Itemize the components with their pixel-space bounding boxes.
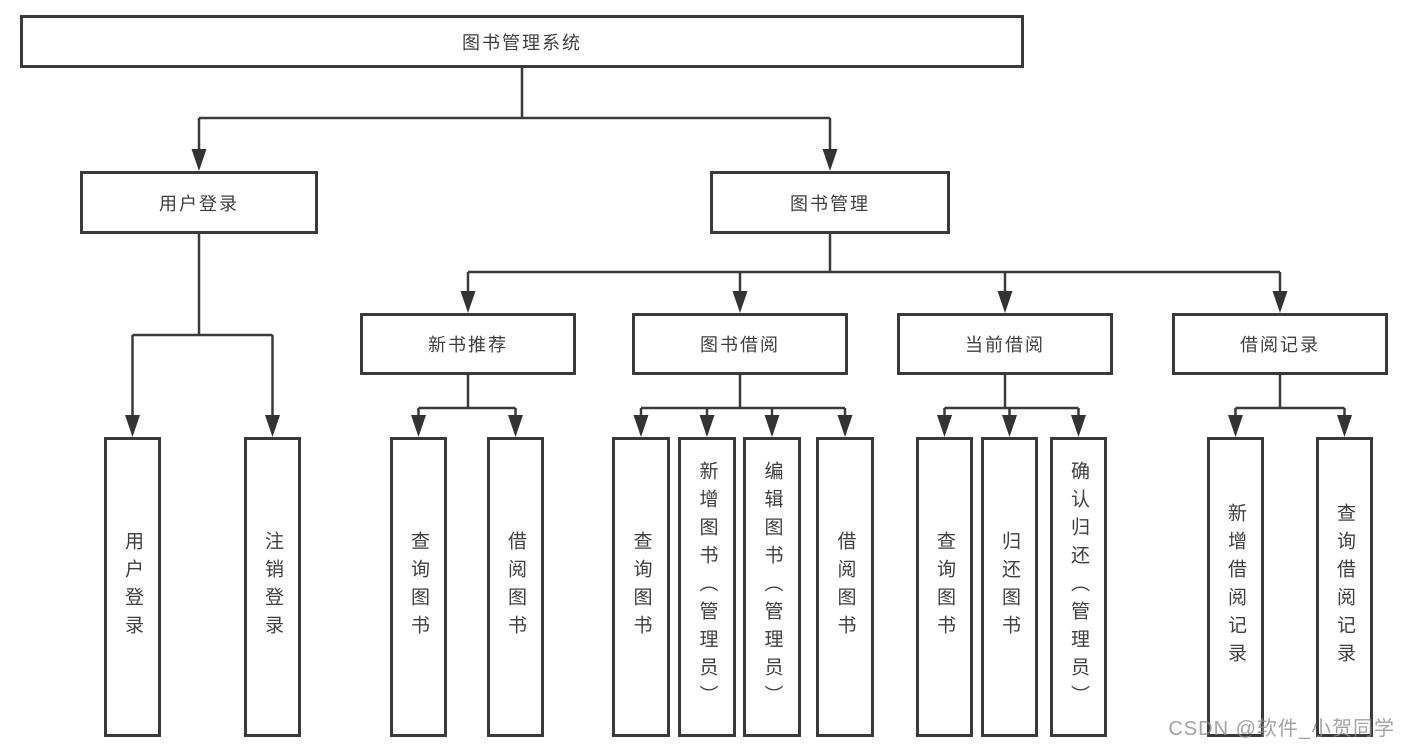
arrowhead-icon: [1002, 415, 1017, 437]
watermark: CSDN @软件_小贺同学: [1168, 718, 1395, 740]
leaf-user-login: 用户登录: [104, 437, 161, 737]
node-label: 编辑图书（管理员）: [761, 461, 783, 713]
arrowhead-icon: [125, 415, 140, 437]
arrowhead-icon: [822, 149, 838, 171]
node-label: 图书管理系统: [462, 32, 582, 53]
node-label: 查询图书: [408, 531, 429, 643]
arrowhead-icon: [633, 415, 649, 437]
arrowhead-icon: [191, 149, 207, 171]
leaf-query-books-recommend: 查询图书: [390, 437, 447, 737]
node-label: 图书管理: [790, 193, 870, 214]
arrowhead-icon: [1071, 415, 1086, 437]
connector-borrowrecords-to-leaves: [1228, 375, 1352, 437]
node-label: 当前借阅: [965, 335, 1045, 355]
connector-newbook-to-leaves: [411, 375, 523, 437]
node-label: 新增图书（管理员）: [696, 461, 718, 713]
arrowhead-icon: [460, 291, 476, 313]
arrowhead-icon: [1228, 415, 1243, 437]
arrowhead-icon: [508, 415, 523, 437]
node-user-login: 用户登录: [80, 171, 318, 234]
node-borrow-records: 借阅记录: [1172, 313, 1388, 375]
arrowhead-icon: [937, 415, 952, 437]
node-label: 新增借阅记录: [1225, 503, 1246, 671]
leaf-borrow-books-recommend: 借阅图书: [487, 437, 544, 737]
leaf-add-book-admin: 新增图书（管理员）: [678, 437, 736, 737]
arrowhead-icon: [997, 291, 1013, 313]
node-new-book-recommend: 新书推荐: [360, 313, 576, 375]
node-label: 查询图书: [630, 531, 652, 643]
node-label: 借阅记录: [1240, 335, 1320, 355]
node-label: 用户登录: [159, 193, 239, 214]
connector-currentborrow-to-leaves: [937, 375, 1086, 437]
node-label: 查询图书: [934, 531, 955, 643]
connector-bookmgmt-to-level3: [460, 234, 1288, 313]
node-root-system: 图书管理系统: [20, 15, 1024, 68]
arrowhead-icon: [265, 415, 280, 437]
node-label: 归还图书: [999, 531, 1020, 643]
arrowhead-icon: [1337, 415, 1352, 437]
node-label: 查询借阅记录: [1334, 503, 1355, 671]
node-label: 借阅图书: [834, 531, 856, 643]
node-label: 新书推荐: [428, 335, 508, 355]
node-label: 用户登录: [122, 531, 143, 643]
node-current-borrow: 当前借阅: [897, 313, 1113, 375]
arrowhead-icon: [411, 415, 426, 437]
arrowhead-icon: [764, 415, 780, 437]
leaf-query-books-current: 查询图书: [916, 437, 973, 737]
connector-bookborrow-to-leaves: [633, 375, 853, 437]
leaf-edit-book-admin: 编辑图书（管理员）: [743, 437, 801, 737]
connector-root-to-level2: [191, 68, 838, 171]
node-book-borrow: 图书借阅: [632, 313, 848, 375]
arrowhead-icon: [1272, 291, 1288, 313]
leaf-add-borrow-record: 新增借阅记录: [1207, 437, 1264, 737]
connector-userlogin-to-leaves: [125, 234, 280, 437]
arrowhead-icon: [699, 415, 715, 437]
node-label: 借阅图书: [505, 531, 526, 643]
node-label: 图书借阅: [700, 335, 780, 355]
leaf-query-borrow-record: 查询借阅记录: [1316, 437, 1373, 737]
arrowhead-icon: [837, 415, 853, 437]
leaf-borrow-books: 借阅图书: [816, 437, 874, 737]
node-label: 确认归还（管理员）: [1068, 461, 1089, 713]
node-book-management: 图书管理: [710, 171, 950, 234]
leaf-logout: 注销登录: [244, 437, 301, 737]
arrowhead-icon: [732, 291, 748, 313]
node-label: 注销登录: [262, 531, 283, 643]
leaf-return-book: 归还图书: [981, 437, 1038, 737]
leaf-query-books: 查询图书: [612, 437, 670, 737]
leaf-confirm-return-admin: 确认归还（管理员）: [1050, 437, 1107, 737]
